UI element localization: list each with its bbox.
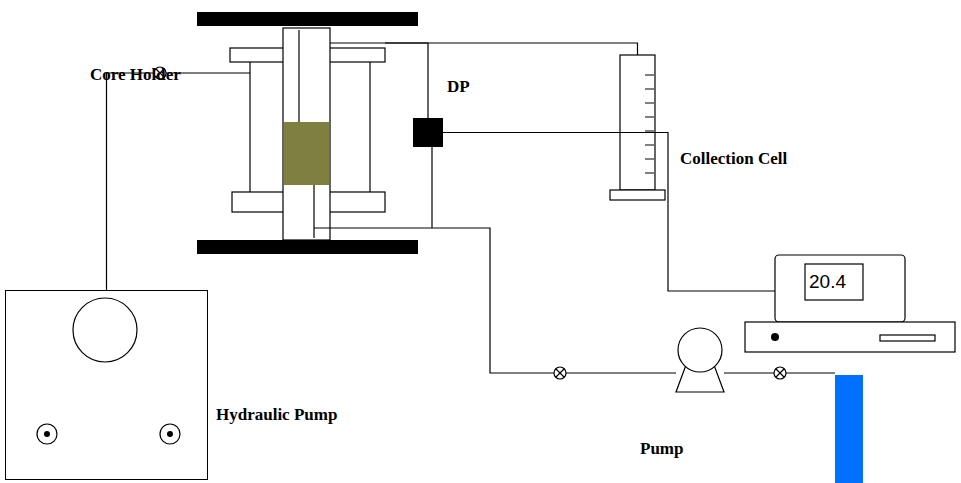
node-label: 20.4 (809, 272, 846, 293)
node-label: Pump (640, 440, 683, 459)
graduated-cylinder (610, 55, 665, 200)
pump: Pump (676, 328, 724, 392)
collection-cell: Collection Cell (620, 55, 655, 200)
pipe-connector (107, 73, 251, 290)
pipe-connector (385, 43, 638, 55)
graduation-ticks (645, 75, 654, 173)
dp-tap-line (431, 147, 432, 228)
hydraulic-pump: Hydraulic Pump (5, 290, 208, 480)
dial-dot (44, 431, 50, 437)
clamp-bar (197, 240, 418, 254)
fluid-tank (835, 375, 863, 483)
node-label: Core Holder (90, 66, 181, 85)
node-label: Hydraulic Pump (216, 406, 337, 425)
computer: 20.4 (775, 255, 905, 322)
core-holder: Core Holder (250, 30, 385, 238)
hydraulic-pump-dials (37, 298, 180, 444)
dial-dot (167, 431, 173, 437)
pipe-connector (385, 228, 676, 373)
power-button (771, 333, 779, 341)
computer (745, 255, 955, 352)
node-label: Collection Cell (680, 150, 787, 169)
pump-symbol (676, 328, 724, 392)
pipe-connector (385, 43, 428, 118)
core-sample (284, 122, 329, 185)
dp-transducer: DP (413, 118, 443, 147)
node-label: DP (447, 78, 470, 97)
core-holder-body (230, 28, 385, 240)
valve-symbol (154, 67, 786, 379)
clamp-bar (197, 12, 418, 26)
